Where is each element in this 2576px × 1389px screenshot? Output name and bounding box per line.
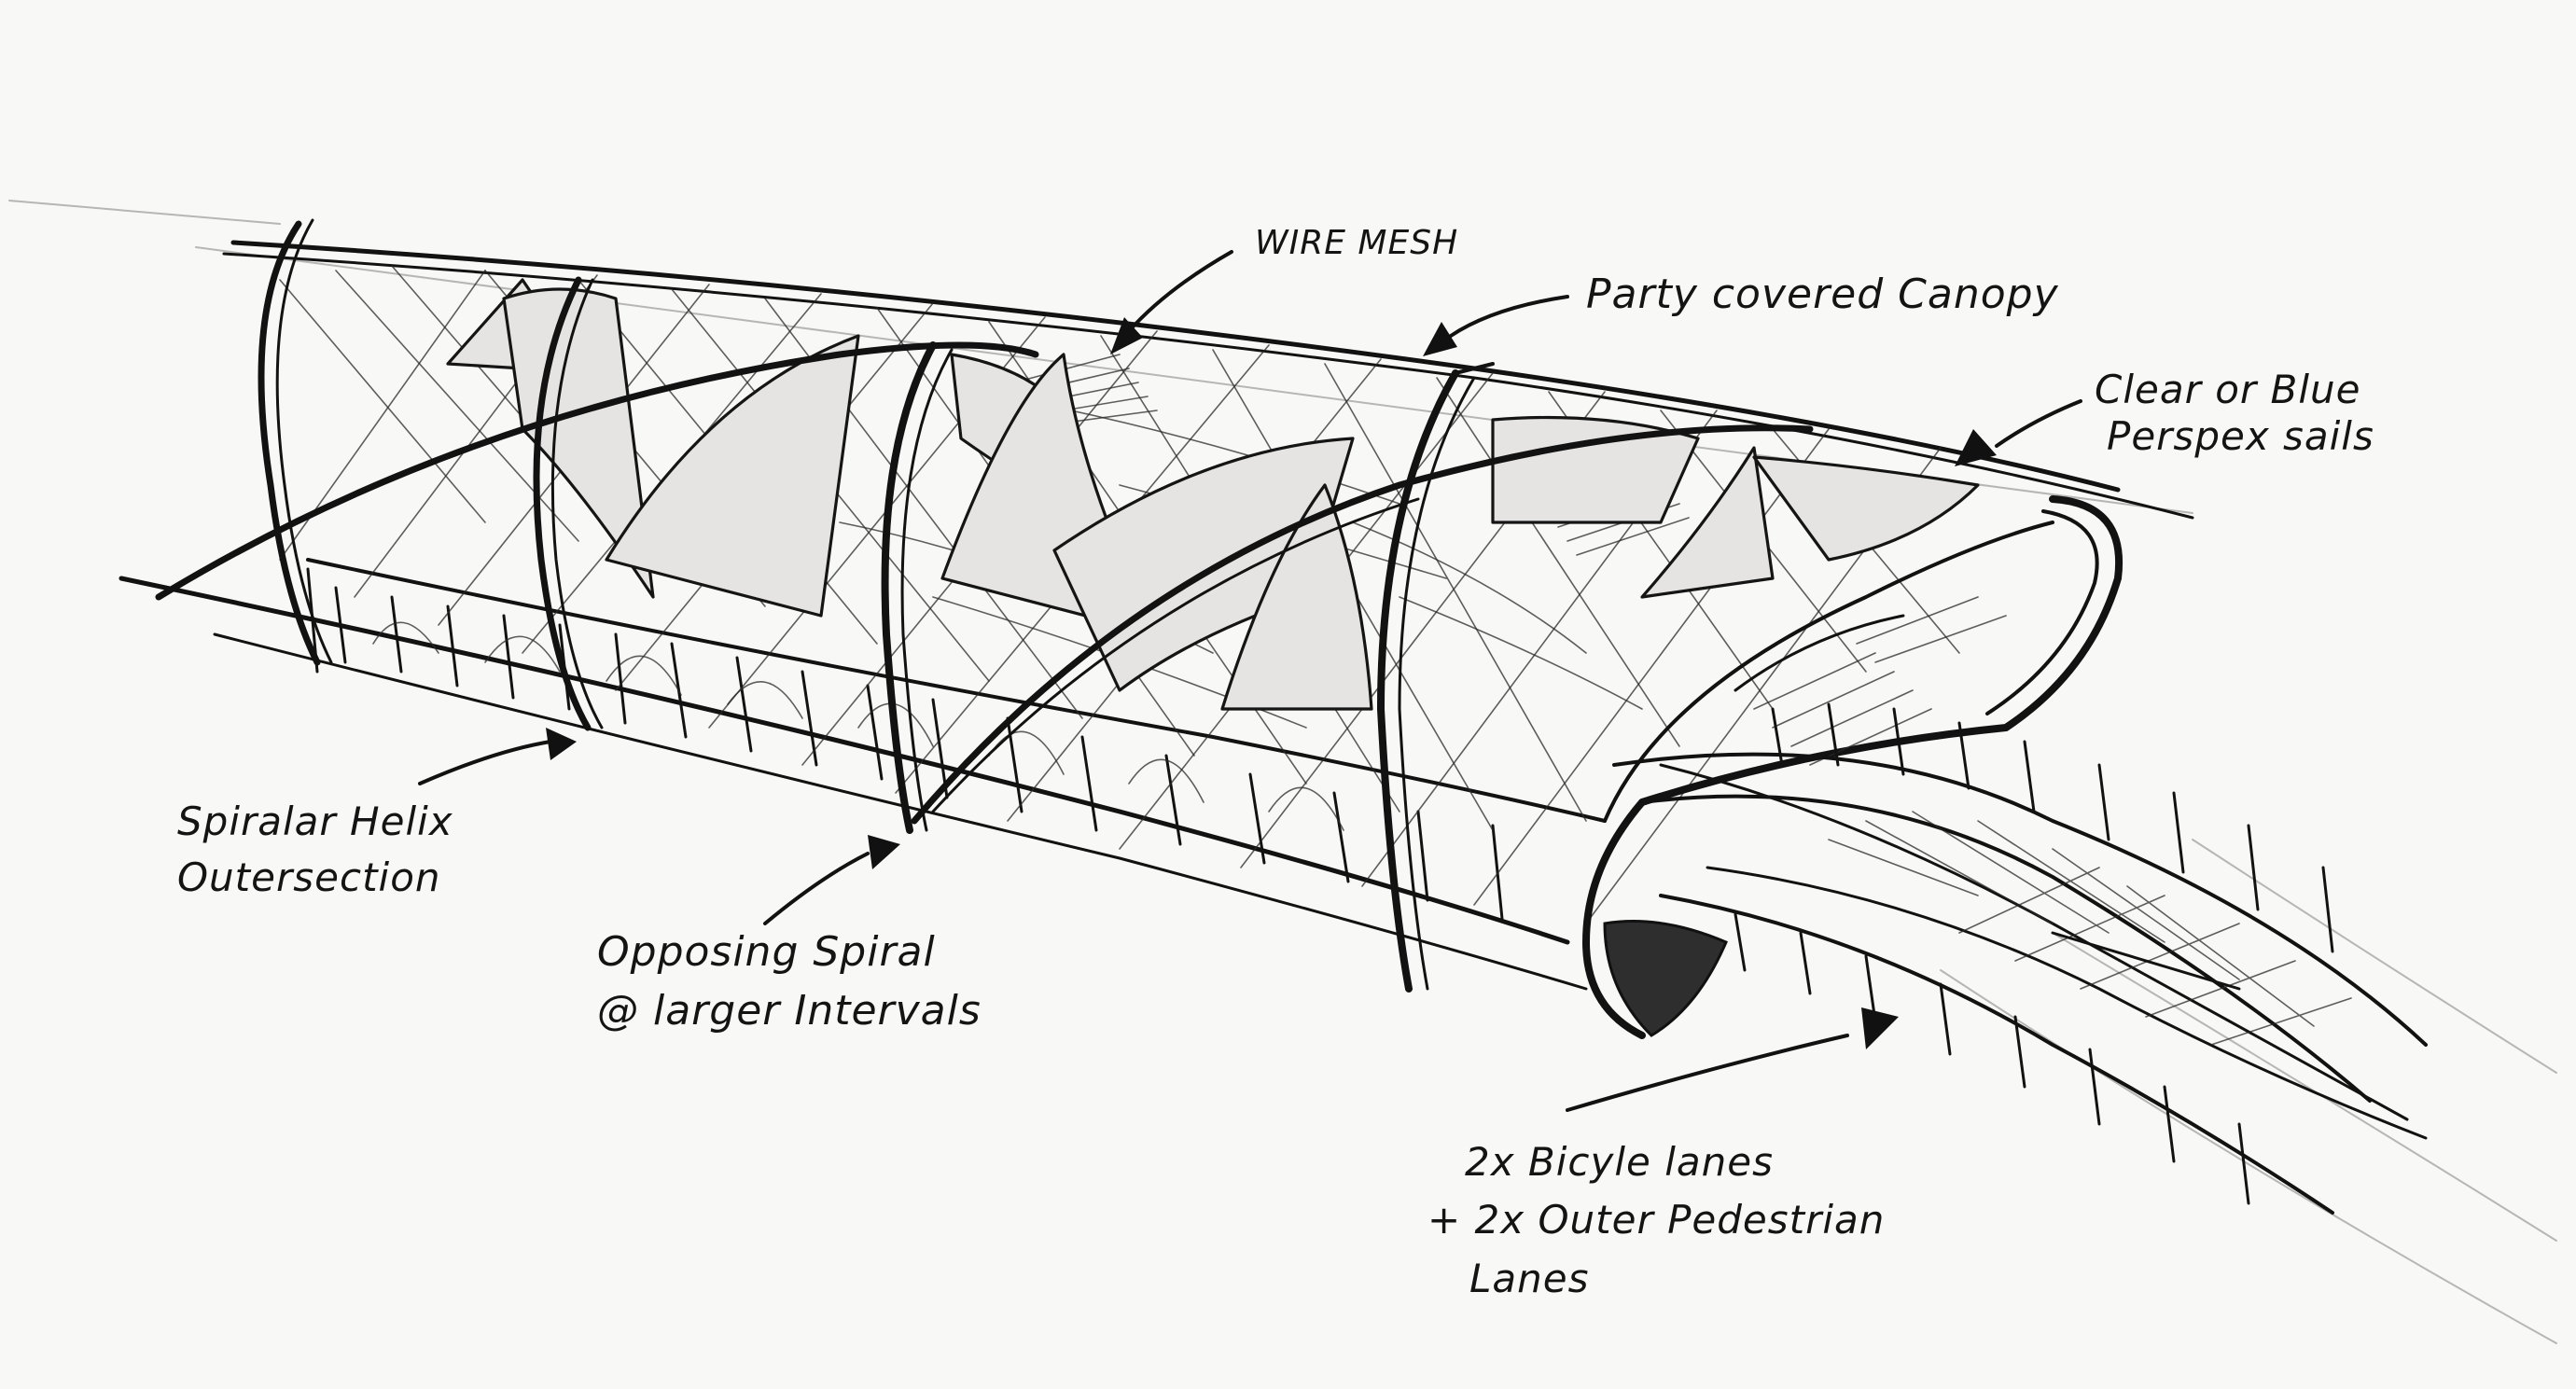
label-lanes-line3: Lanes <box>1469 1256 1589 1301</box>
label-wire-mesh: WIRE MESH <box>1255 224 1458 262</box>
opening-floor-shade <box>1605 922 1726 1036</box>
label-helix-line2: Outersection <box>177 854 441 900</box>
annotation-labels: WIRE MESH Party covered Canopy Clear or … <box>177 224 2374 1301</box>
label-opposing-line2: @ larger Intervals <box>597 987 982 1035</box>
arrow-helix-icon <box>546 728 577 760</box>
label-opposing-line1: Opposing Spiral <box>597 928 936 976</box>
label-sails-line1: Clear or Blue <box>2095 367 2360 412</box>
label-sails-line2: Perspex sails <box>2107 413 2374 459</box>
label-lanes-line1: 2x Bicyle lanes <box>1465 1139 1774 1185</box>
arrow-opposing-icon <box>868 835 900 869</box>
label-helix-line1: Spiralar Helix <box>177 799 453 844</box>
bridge-deck <box>1614 704 2426 1213</box>
arrow-lanes-icon <box>1861 1007 1899 1049</box>
hoop-1 <box>261 224 317 662</box>
sail-10 <box>1754 457 1978 560</box>
label-canopy: Party covered Canopy <box>1586 271 2059 318</box>
label-lanes-line2: + 2x Outer Pedestrian <box>1427 1197 1885 1243</box>
arrow-canopy-icon <box>1423 322 1457 356</box>
